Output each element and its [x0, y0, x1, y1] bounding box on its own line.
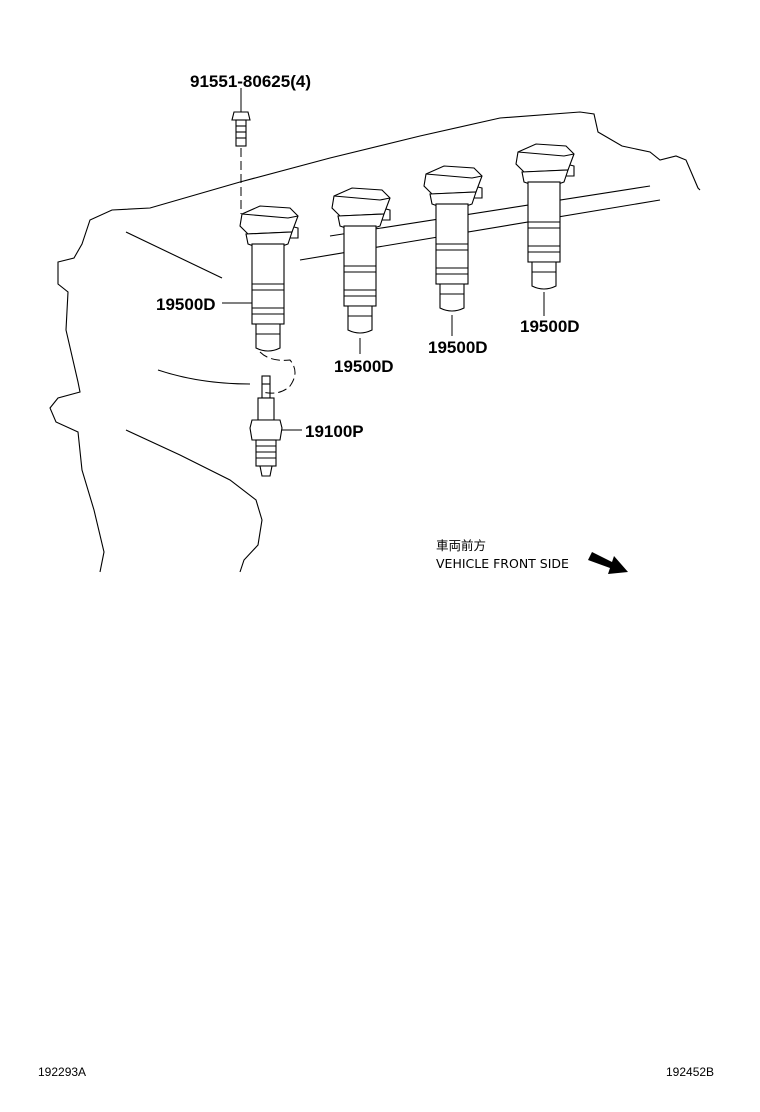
- coil-4-callout: 19500D: [520, 317, 580, 336]
- head-cover-front-edge: [125, 231, 223, 279]
- footer-left-code: 192293A: [38, 1065, 86, 1079]
- direction-note-english: VEHICLE FRONT SIDE: [436, 556, 569, 571]
- ignition-coil-2: [331, 187, 391, 334]
- engine-lower-edge: [125, 429, 263, 573]
- coil-3-callout: 19500D: [428, 338, 488, 357]
- bolt: [231, 111, 251, 147]
- front-direction-arrow-icon: [588, 552, 628, 574]
- engine-outline: [49, 111, 701, 573]
- spark-plug-callout: 19100P: [305, 422, 364, 441]
- coil-2-callout: 19500D: [334, 357, 394, 376]
- ignition-coil-3: [423, 165, 483, 312]
- ignition-coil-1: [239, 205, 299, 352]
- ignition-coil-4: [515, 143, 575, 290]
- direction-note-japanese: 車両前方: [436, 538, 486, 553]
- spark-plug-install-path: [259, 351, 296, 394]
- spark-plug: [249, 375, 283, 477]
- footer-right-code: 192452B: [666, 1065, 714, 1079]
- coil-1-callout: 19500D: [156, 295, 216, 314]
- head-cover-top-edge: [329, 185, 651, 237]
- bolt-callout: 91551-80625(4): [190, 72, 311, 91]
- spark-plug-hole-path: [157, 369, 251, 385]
